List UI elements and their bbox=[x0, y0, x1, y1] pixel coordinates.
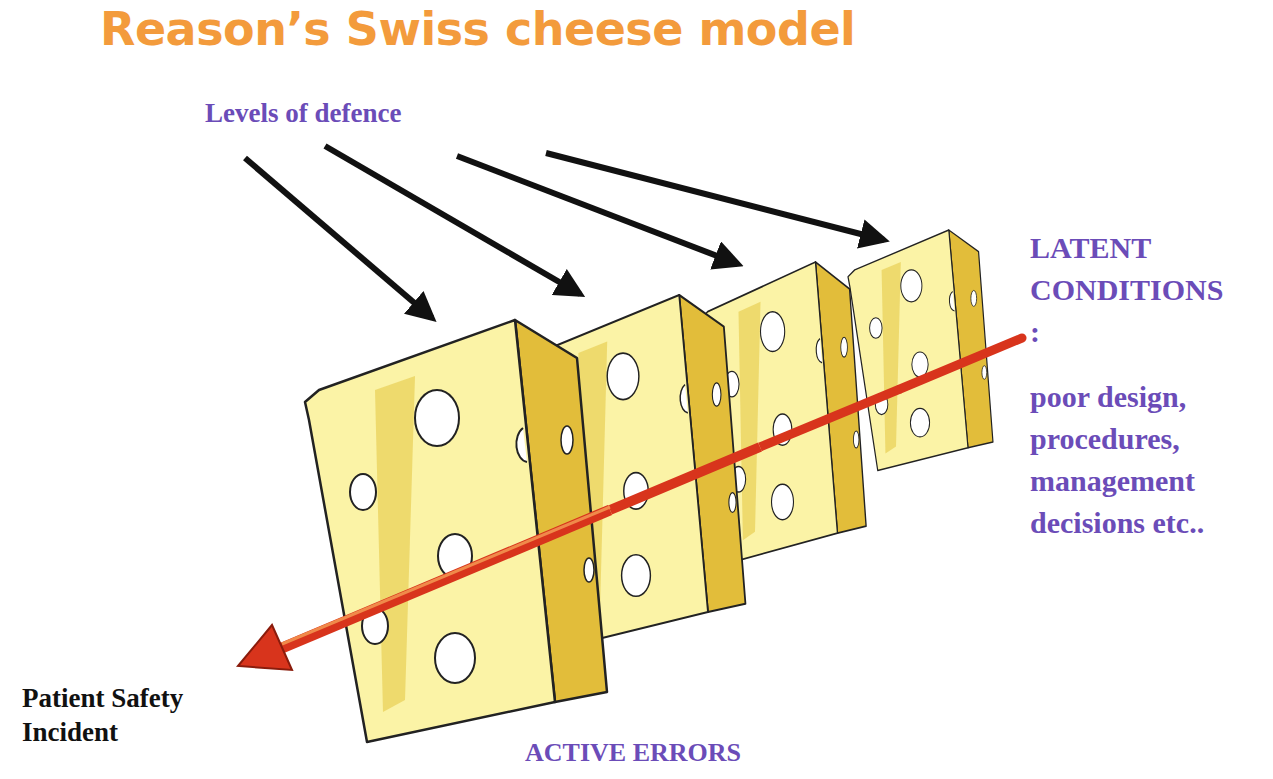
hazard-arrow bbox=[900, 338, 1022, 389]
pointer-arrow bbox=[457, 156, 738, 264]
pointer-arrow bbox=[245, 158, 432, 318]
latent-examples: poor design, procedures, management deci… bbox=[1030, 376, 1266, 544]
hazard-arrow bbox=[282, 510, 610, 648]
hazard-arrow bbox=[282, 507, 610, 644]
hazard-arrowhead bbox=[238, 625, 292, 670]
hazard-arrow bbox=[760, 389, 900, 447]
cheese-slice bbox=[848, 230, 993, 471]
pointer-arrow bbox=[546, 153, 884, 240]
latent-heading: LATENT CONDITIONS : bbox=[1030, 227, 1230, 353]
pointer-arrow bbox=[325, 146, 580, 294]
diagram-title: Reason’s Swiss cheese model bbox=[100, 2, 855, 56]
incident-label: Patient Safety Incident bbox=[22, 682, 242, 750]
hazard-arrow bbox=[610, 447, 760, 510]
defence-label: Levels of defence bbox=[205, 98, 525, 129]
active-errors-label: ACTIVE ERRORS bbox=[525, 738, 855, 768]
